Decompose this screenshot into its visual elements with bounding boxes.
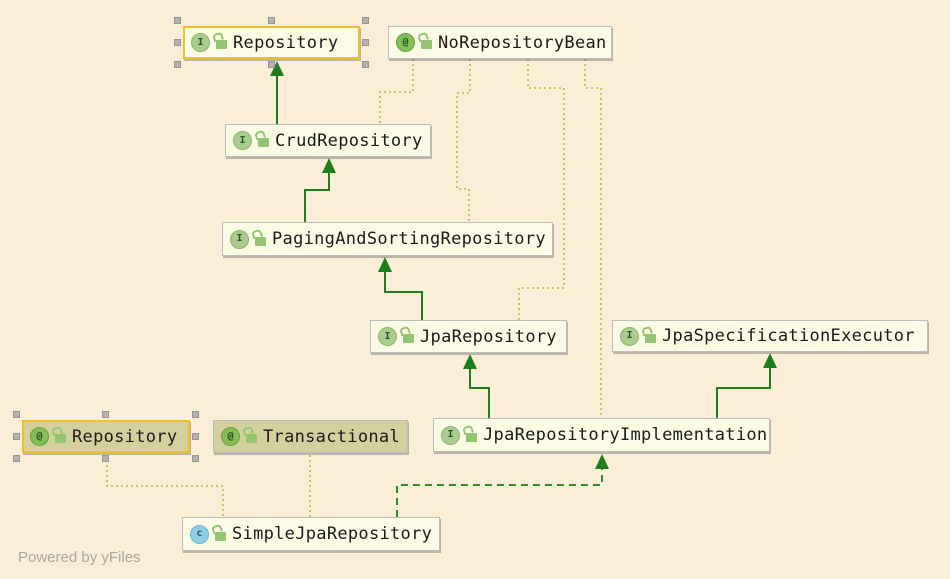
arrowhead — [463, 354, 477, 369]
node-label: PagingAndSortingRepository — [272, 229, 546, 249]
interface-icon: I — [233, 131, 252, 150]
node-label: JpaSpecificationExecutor — [662, 326, 915, 346]
edge-jparepositoryimplementation-extends-jparepository[interactable] — [469, 369, 490, 418]
arrowhead — [763, 353, 777, 368]
selection-handle[interactable] — [192, 432, 199, 440]
node-repository-interface[interactable]: I Repository — [174, 17, 369, 68]
interface-icon: I — [378, 327, 397, 346]
edge-pagingandsortingrepository-extends-crudrepository[interactable] — [304, 173, 330, 222]
interface-icon: I — [620, 326, 639, 346]
arrowhead — [595, 454, 609, 469]
edge-jparepository-extends-pagingandsortingrepository[interactable] — [384, 272, 423, 320]
node-simple-jpa-repository[interactable]: c SimpleJpaRepository — [182, 517, 440, 551]
edge-norepositorybean-to-pagingandsortingrepository[interactable] — [456, 59, 471, 222]
selection-handle[interactable] — [174, 17, 181, 24]
selection-handle[interactable] — [102, 455, 109, 462]
selection-handle[interactable] — [192, 411, 199, 418]
node-label: JpaRepositoryImplementation — [483, 425, 768, 445]
node-label: Transactional — [263, 426, 400, 447]
node-label: SimpleJpaRepository — [232, 524, 433, 544]
node-jpa-repository-implementation[interactable]: I JpaRepositoryImplementation — [433, 418, 770, 452]
selection-handle[interactable] — [362, 38, 369, 46]
node-crud-repository[interactable]: I CrudRepository — [225, 124, 431, 157]
selection-handle[interactable] — [13, 432, 20, 440]
lock-open-icon — [246, 434, 257, 443]
edge-norepositorybean-to-jparepositoryimplementation[interactable] — [584, 59, 602, 418]
class-icon: c — [190, 524, 209, 544]
node-paging-and-sorting-repository[interactable]: I PagingAndSortingRepository — [222, 222, 553, 256]
node-label: NoRepositoryBean — [438, 32, 607, 53]
edge-simplejparepository-implements-jparepositoryimplementation[interactable] — [396, 469, 603, 517]
selection-handle[interactable] — [13, 455, 20, 462]
lock-open-icon — [421, 40, 432, 49]
node-transactional[interactable]: @ Transactional — [213, 420, 408, 453]
arrowhead — [322, 158, 336, 173]
selection-handle[interactable] — [362, 17, 369, 24]
selection-handle[interactable] — [192, 455, 199, 462]
edge-jparepositoryimplementation-extends-jpaspecificationexecutor[interactable] — [716, 368, 771, 418]
lock-open-icon — [55, 434, 66, 443]
edge-norepositorybean-to-crudrepository[interactable] — [379, 59, 414, 124]
selection-handle[interactable] — [102, 411, 109, 418]
interface-icon: I — [191, 33, 210, 52]
selection-handle[interactable] — [267, 61, 275, 68]
annotation-icon: @ — [396, 33, 415, 52]
selection-handle[interactable] — [13, 411, 20, 418]
lock-open-icon — [255, 236, 266, 246]
edge-repository-annotation-to-simplejparepository[interactable] — [106, 455, 224, 517]
selection-handle[interactable] — [174, 38, 181, 46]
node-repository-annotation[interactable]: @ Repository — [13, 411, 199, 462]
node-label: Repository — [72, 426, 178, 447]
lock-open-icon — [466, 432, 477, 442]
lock-open-icon — [258, 138, 269, 147]
annotation-icon: @ — [221, 427, 240, 446]
interface-icon: I — [230, 229, 249, 249]
lock-open-icon — [645, 333, 656, 343]
node-label: CrudRepository — [275, 130, 423, 151]
yfiles-watermark: Powered by yFiles — [18, 549, 141, 566]
edge-norepositorybean-to-jparepository[interactable] — [518, 59, 565, 320]
node-jpa-repository[interactable]: I JpaRepository — [370, 320, 567, 353]
lock-open-icon — [403, 334, 414, 343]
node-no-repository-bean[interactable]: @ NoRepositoryBean — [388, 26, 612, 59]
interface-icon: I — [441, 425, 460, 445]
node-jpa-specification-executor[interactable]: I JpaSpecificationExecutor — [612, 320, 928, 352]
selection-handle[interactable] — [267, 17, 275, 24]
annotation-icon: @ — [30, 427, 49, 446]
lock-open-icon — [215, 531, 226, 541]
node-label: JpaRepository — [420, 326, 557, 347]
node-label: Repository — [233, 32, 339, 53]
selection-handle[interactable] — [174, 61, 181, 68]
lock-open-icon — [216, 40, 227, 49]
arrowhead — [378, 257, 392, 272]
selection-handle[interactable] — [362, 61, 369, 68]
